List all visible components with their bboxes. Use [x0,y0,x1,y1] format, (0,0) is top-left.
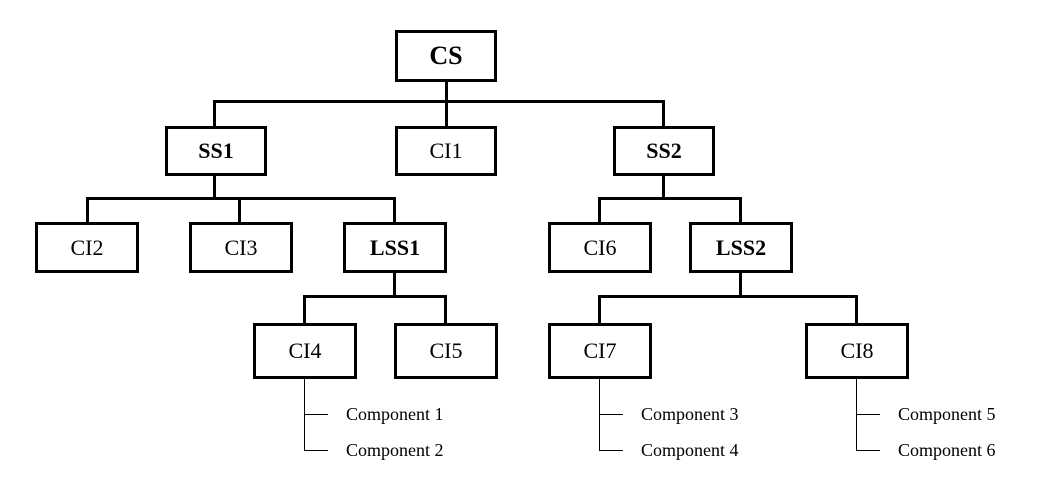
connector [238,197,241,222]
node-lss2: LSS2 [689,222,793,273]
connector [598,295,601,323]
connector [445,100,448,127]
component-connector [856,414,880,415]
connector [86,197,89,222]
node-ci3: CI3 [189,222,293,273]
node-ci2: CI2 [35,222,139,273]
connector [213,100,216,127]
node-ss1: SS1 [165,126,267,176]
connector [303,295,306,323]
component-connector [599,414,623,415]
connector [739,197,742,222]
node-ci5: CI5 [394,323,498,379]
connector [598,197,742,200]
connector [598,197,601,222]
component-connector [599,450,623,451]
connector [393,272,396,298]
connector [213,175,216,200]
node-ss2: SS2 [613,126,715,176]
node-ci4: CI4 [253,323,357,379]
component-connector [304,450,328,451]
connector [303,295,447,298]
component-label: Component 3 [641,404,739,424]
component-connector [304,414,328,415]
connector [445,80,448,102]
component-label: Component 5 [898,404,996,424]
connector [662,175,665,200]
connector [86,197,396,200]
node-ci8: CI8 [805,323,909,379]
connector [855,295,858,323]
node-ci7: CI7 [548,323,652,379]
component-label: Component 4 [641,440,739,460]
connector [662,100,665,127]
connector [213,100,665,103]
node-cs: CS [395,30,497,82]
node-ci6: CI6 [548,222,652,273]
component-label: Component 6 [898,440,996,460]
node-ci1: CI1 [395,126,497,176]
component-label: Component 2 [346,440,444,460]
connector [393,197,396,222]
connector [444,295,447,323]
component-label: Component 1 [346,404,444,424]
connector [739,272,742,298]
component-connector [856,450,880,451]
connector [598,295,858,298]
node-lss1: LSS1 [343,222,447,273]
